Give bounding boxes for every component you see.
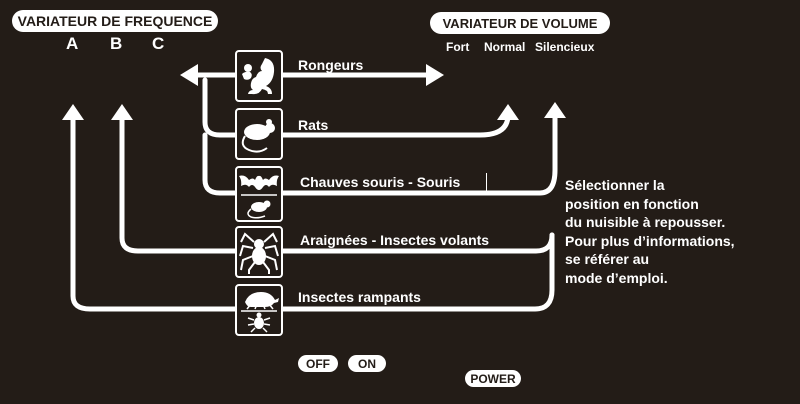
spider-icon [235,226,283,278]
instructions-line: Sélectionner la [565,177,665,193]
off-button[interactable]: OFF [298,355,338,372]
frequency-option-b: B [110,34,123,53]
rats-arrowhead [497,104,519,120]
instructions-line: position en fonction [565,195,699,212]
squirrel-icon [235,50,283,102]
instructions-line: Pour plus d’informations, [565,232,735,249]
instructions-line: se référer au [565,251,650,267]
text-cursor [486,173,487,191]
instructions-line: du nuisible à repousser. [565,214,726,230]
volume-option-fort: Fort [446,40,470,54]
volume-option-silencieux: Silencieux [535,40,595,54]
pest-label-insectes-rampants: Insectes rampants [298,289,421,305]
frequency-b-arrowhead [111,104,133,120]
rampants-line [70,112,555,312]
instructions-line: mode d’emploi. [565,269,668,286]
frequency-a-arrowhead [62,104,84,120]
volume-arrowhead [544,102,566,118]
bat-and-mouse-icon [235,166,283,222]
rat-icon [235,108,283,160]
rats-line [202,77,511,138]
frequency-selector-title: VARIATEUR DE FREQUENCE [12,10,218,32]
on-button[interactable]: ON [348,355,386,372]
rongeurs-right-arrowhead [426,64,444,86]
pest-label-araignees: Araignées - Insectes volants [300,232,490,248]
power-button[interactable]: POWER [465,370,521,387]
instructions-text: Sélectionner la position en fonction du … [565,176,735,287]
volume-option-normal: Normal [484,40,526,54]
frequency-option-a: A [66,34,79,53]
rongeurs-left-arrowhead [180,64,198,86]
crawling-insect-icon [235,284,283,336]
pest-label-rongeurs: Rongeurs [298,57,364,73]
volume-selector-title: VARIATEUR DE VOLUME [430,12,610,34]
pest-label-chauves-souris: Chauves souris - Souris [300,174,461,190]
chauves-souris-line [202,109,558,196]
pest-label-rats: Rats [298,117,329,133]
frequency-option-c: C [152,34,165,53]
